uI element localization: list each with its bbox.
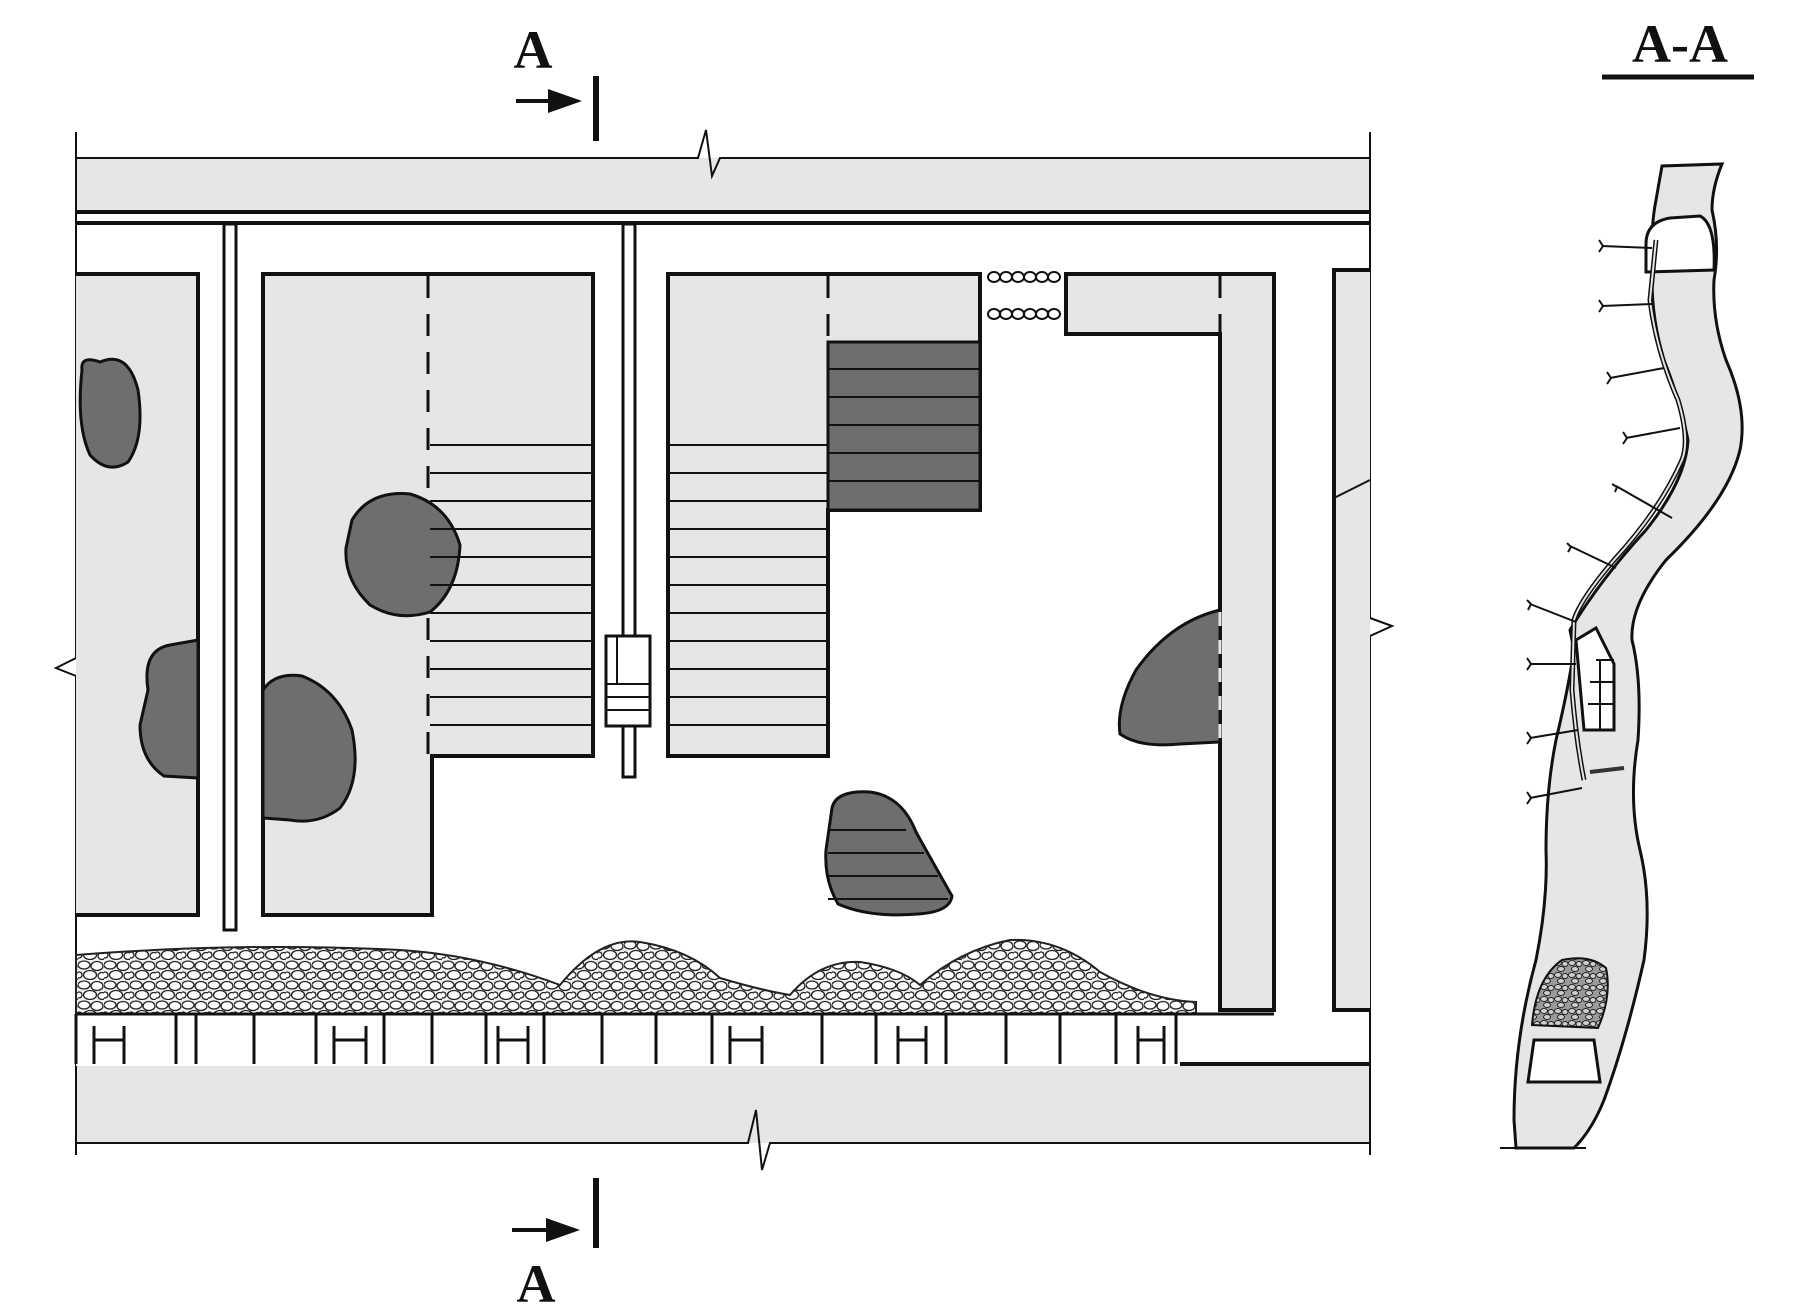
lower-drift — [76, 1062, 1370, 1171]
section-support-lining-inner — [1570, 239, 1687, 781]
raise-1-shaft — [222, 222, 238, 932]
section-top-opening — [1644, 214, 1716, 274]
section-drawpoint — [1526, 1038, 1602, 1084]
pillar-4-outline — [1064, 272, 1276, 1012]
section-label-top: A — [514, 20, 553, 80]
pillar-4-cavity — [1117, 608, 1222, 747]
section-mid-stope-grid — [1588, 659, 1614, 730]
raise-2 — [604, 222, 652, 779]
pillar-2 — [261, 272, 595, 917]
section-label-bottom: A — [517, 1254, 556, 1306]
pillar-5-outline — [1332, 268, 1370, 1012]
upper-drift-band — [76, 158, 1370, 210]
section-view-title-text: A-A — [1632, 14, 1728, 74]
pillar-2-cavity-1-layers — [430, 528, 458, 586]
rock-bolts — [1526, 239, 1681, 805]
pillar-1-cavity-1 — [78, 357, 142, 469]
section-marker-bottom: A — [512, 1178, 599, 1306]
drawpoint-supports — [74, 1012, 1274, 1066]
lower-drift-break-line — [76, 1109, 1370, 1171]
broken-ore-pile — [75, 938, 1197, 1015]
section-marker-top: A — [514, 20, 599, 141]
upper-drift-break-line — [76, 129, 1370, 180]
pillar-5-crack — [1333, 479, 1371, 499]
section-view-title: A-A — [1602, 14, 1754, 80]
pillar-2-stope-layers — [430, 444, 593, 726]
pillar-4 — [1064, 272, 1276, 1012]
plan-left-edge — [53, 132, 77, 1155]
pillar-3 — [666, 272, 982, 758]
pillar-2-cavity-2 — [261, 673, 357, 823]
open-stope-cavity — [824, 790, 954, 917]
section-arrow-head-top — [548, 89, 582, 113]
lower-drift-band — [76, 1066, 1370, 1143]
section-mid-partition — [1589, 766, 1625, 774]
section-a-a-view — [1500, 162, 1744, 1150]
pillar-5 — [1332, 268, 1371, 1012]
pillar-3-stope-layers — [668, 444, 828, 726]
section-arrow-head-bottom — [546, 1218, 580, 1242]
open-stope-cavity-layers — [826, 829, 948, 900]
raise-1 — [222, 222, 238, 932]
section-muck-pile — [1530, 957, 1609, 1030]
pillar-1 — [76, 272, 200, 917]
upper-drift — [76, 129, 1370, 225]
pillar-2-cavity-1 — [344, 492, 462, 618]
ore-chute — [604, 634, 652, 728]
pillar-3-dark-stope-layers — [828, 368, 980, 482]
plan-view — [53, 129, 1395, 1171]
chain-links — [987, 271, 1061, 320]
pillar-1-cavity-2 — [138, 638, 200, 780]
drawpoint-support-band — [76, 1014, 1180, 1066]
plan-right-edge — [1369, 132, 1395, 1155]
orebody-section — [1512, 162, 1744, 1150]
